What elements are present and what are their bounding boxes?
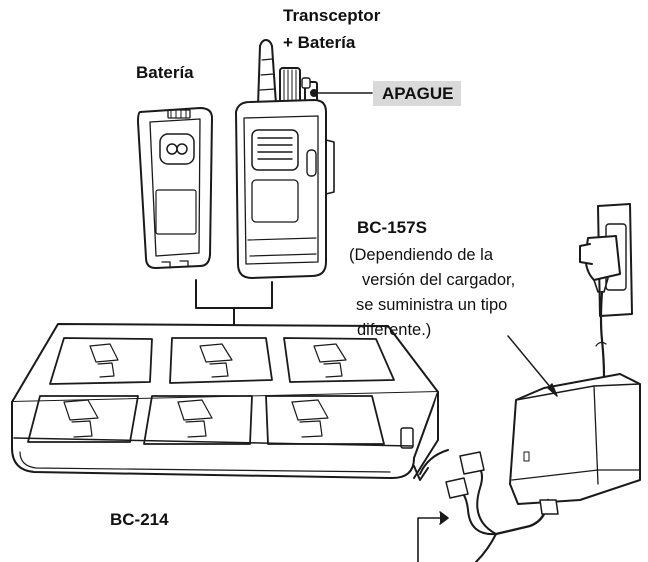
battery-pack-icon <box>137 107 213 269</box>
transceiver-label-line2: + Batería <box>283 33 356 52</box>
adapter-note-line: versión del cargador, <box>362 271 516 289</box>
charger-model-label: BC-214 <box>110 510 169 529</box>
battery-label: Batería <box>136 63 194 82</box>
adapter-model-label: BC-157S <box>357 218 427 237</box>
adapter-note-line: (Dependiendo de la <box>349 246 494 264</box>
ac-adapter-icon <box>445 373 641 562</box>
note-pointer <box>507 335 558 397</box>
multi-charger-base-icon <box>11 323 439 479</box>
bottom-arrow <box>417 511 449 562</box>
transceiver-radio-icon <box>235 39 373 279</box>
adapter-note-line: diferente.) <box>357 321 432 339</box>
connect-arrow <box>413 449 449 481</box>
transceiver-label-line1: Transceptor <box>283 6 381 25</box>
power-off-callout: APAGUE <box>373 81 462 106</box>
adapter-note-line: se suministra un tipo <box>356 296 508 314</box>
connector-plug-icon <box>579 235 621 378</box>
